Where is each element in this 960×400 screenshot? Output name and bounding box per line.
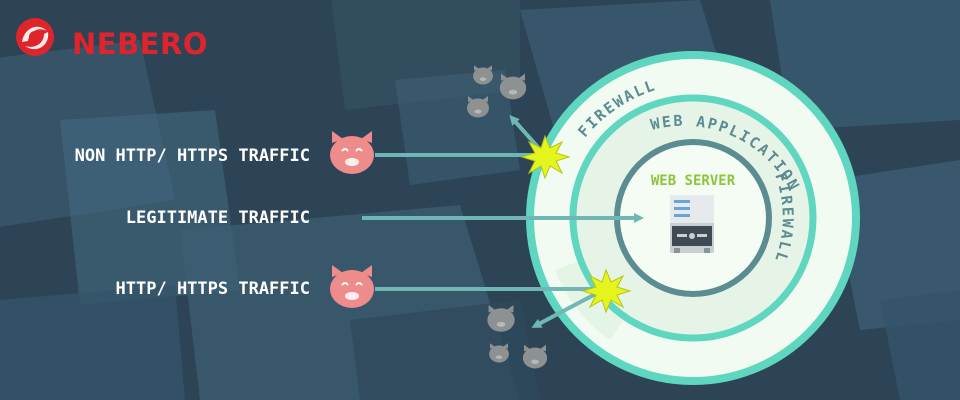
pig-icon-blocked [522, 344, 548, 369]
pig-icon-http [330, 265, 374, 308]
legitimate-traffic-label: LEGITIMATE TRAFFIC [125, 208, 310, 228]
non-http-traffic-label: NON HTTP/ HTTPS TRAFFIC [74, 146, 310, 166]
nebero-logo-icon [16, 18, 54, 56]
web-server-label: WEB SERVER [651, 173, 736, 189]
blocked-pigs-top [467, 65, 527, 118]
pig-icon-blocked [499, 73, 527, 100]
pig-icon-blocked [487, 305, 515, 332]
pig-icon-non-http [330, 131, 374, 174]
http-deflect-arrow [531, 287, 606, 328]
pig-icon-blocked [473, 65, 493, 85]
pig-icon-blocked [467, 96, 489, 118]
burst-icon-firewall [520, 134, 571, 180]
brand-logo: NEBERO [14, 14, 224, 61]
http-traffic-label: HTTP/ HTTPS TRAFFIC [115, 279, 310, 299]
blocked-pigs-bottom [487, 305, 548, 369]
pig-icon-blocked [489, 343, 509, 363]
brand-name: NEBERO [72, 27, 208, 61]
server-icon [670, 195, 714, 253]
burst-icon-waf [581, 268, 632, 314]
